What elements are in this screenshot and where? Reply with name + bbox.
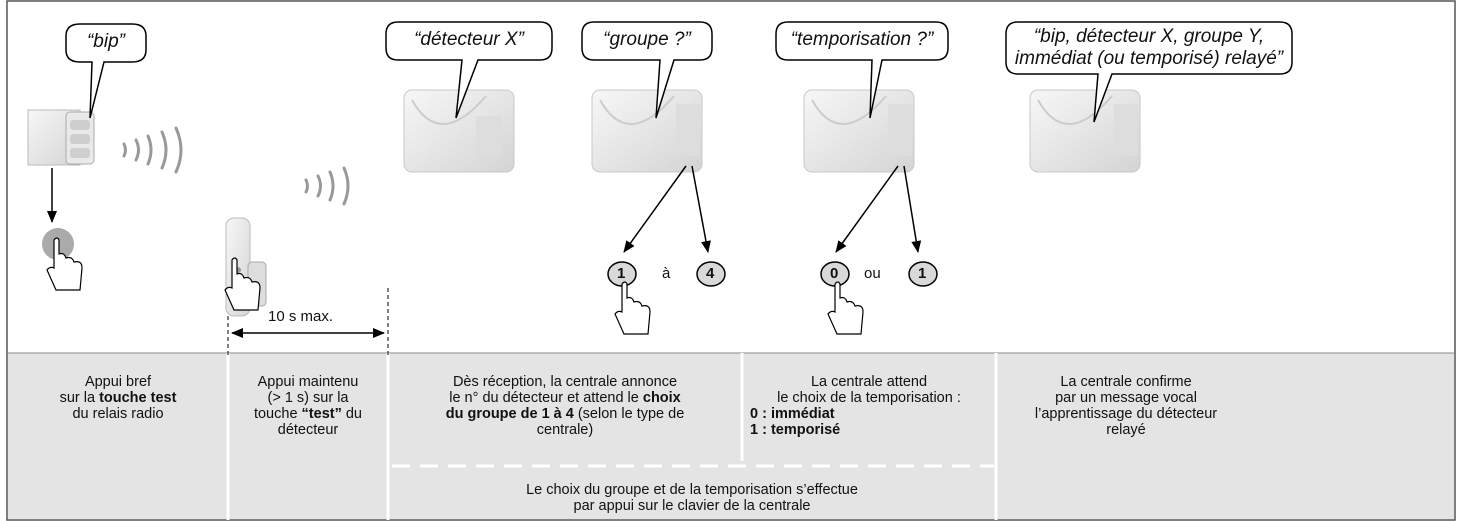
steps-panel [8,353,1454,519]
bubble-bip-text: “bip” [86,31,125,52]
key-group-sep: à [662,265,671,282]
centrale-unit-2 [591,89,703,173]
step-4-text: La centrale attend le choix de la tempor… [750,374,961,438]
key-0-label: 0 [830,265,839,282]
radio-waves-icon-2 [304,166,350,206]
shared-note: Le choix du groupe et de la temporisatio… [526,482,858,514]
outer-border [6,0,1456,521]
key-1-label: 1 [617,265,626,282]
bubble-bip [65,23,147,119]
bubble-detecteur [385,21,553,119]
hand-pointer-icon [46,237,83,291]
step-3-text: Dès réception, la centrale annonce le n°… [445,374,685,438]
key-1b-label: 1 [918,265,927,282]
step-5-text: La centrale confirme par un message voca… [1034,374,1218,438]
key-4 [696,261,726,287]
bubble-detecteur-text: “détecteur X” [414,29,524,50]
hand-pointer-icon-4 [827,281,864,335]
centrale-unit-3 [803,89,915,173]
key-tempo-sep: ou [864,265,881,282]
step-1-text: Appui bref sur la touche test du relais … [59,374,177,422]
key-1b [908,261,938,287]
hand-pointer-icon-2 [224,257,261,311]
key-4-label: 4 [706,265,715,282]
bubble-confirm [1005,21,1293,123]
hand-pointer-icon-3 [614,281,651,335]
centrale-unit-4 [1029,89,1141,173]
step-2-text: Appui maintenu (> 1 s) sur la touche “te… [253,374,363,438]
bubble-groupe [581,21,713,119]
bubble-confirm-text: “bip, détecteur X, groupe Y, immédiat (o… [1014,26,1284,69]
bubble-tempo [775,21,949,119]
radio-waves-icon [122,126,183,174]
timing-label: 10 s max. [268,308,334,325]
bubble-groupe-text: “groupe ?” [603,29,691,50]
relay-device [27,109,95,166]
bubble-tempo-text: “temporisation ?” [790,29,934,50]
